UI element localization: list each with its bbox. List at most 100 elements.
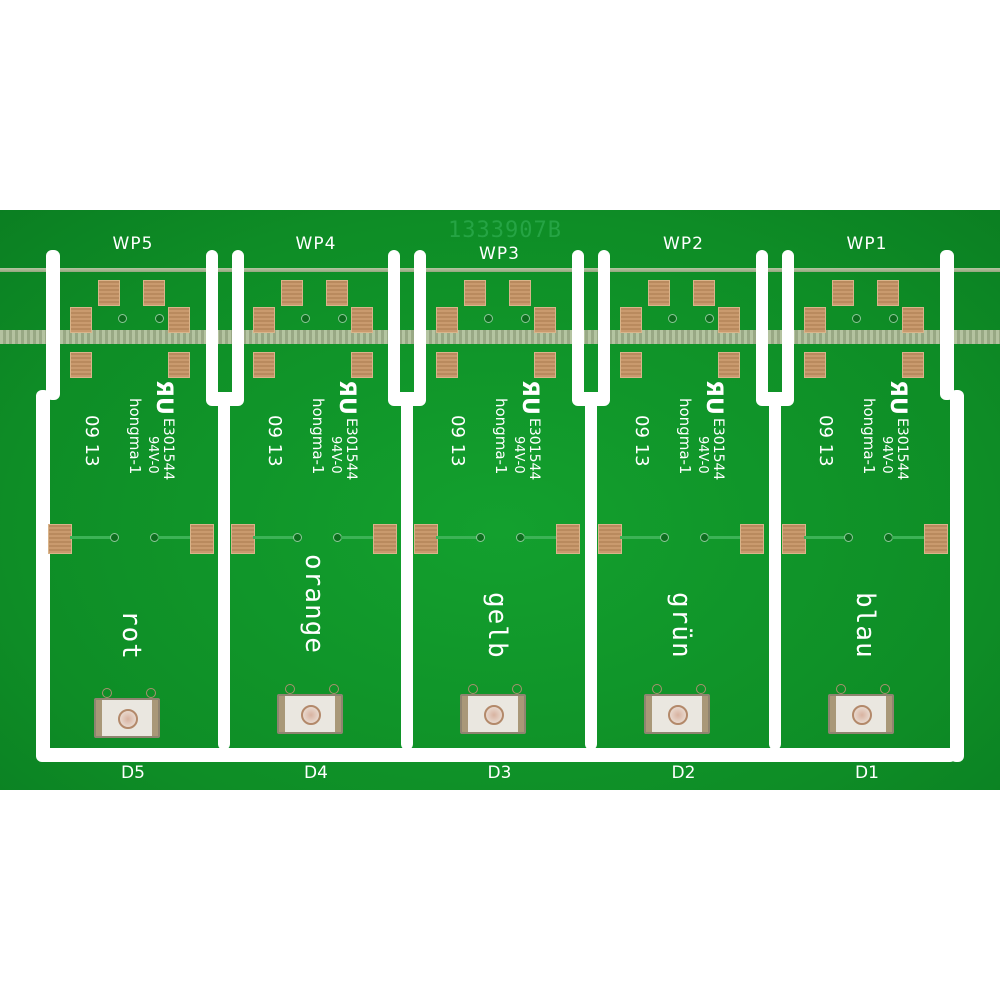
- wp-label: WP3: [479, 244, 520, 264]
- cert-number: E301544: [160, 418, 176, 481]
- board-panel-wp3: WP3 ЯU E301544 94V-0 hongma-1 09 13 gelb…: [414, 210, 585, 790]
- led-lead: [329, 684, 339, 694]
- led-color-label: blau: [850, 592, 880, 659]
- via: [852, 314, 861, 323]
- trace: [620, 536, 664, 539]
- route-slot: [46, 250, 60, 400]
- contact-pad: [48, 524, 72, 554]
- flammability-rating: 94V-0: [328, 436, 343, 474]
- via: [668, 314, 677, 323]
- board-panel-wp1: WP1 ЯU E301544 94V-0 hongma-1 09 13 blau…: [782, 210, 952, 790]
- designator-label: D4: [304, 763, 328, 783]
- route-slot: [414, 250, 426, 405]
- smd-pad: [534, 307, 556, 333]
- route-slot: [756, 250, 768, 405]
- board-panel-wp5: WP5 ЯU E301544 94V-0 hongma-1 09 13 rot …: [48, 210, 218, 790]
- route-slot: [206, 250, 218, 405]
- smd-pad: [253, 352, 275, 378]
- contact-pad: [924, 524, 948, 554]
- led-lens-icon: [668, 705, 688, 725]
- contact-pad: [231, 524, 255, 554]
- v-score-line-middle: [0, 330, 1000, 344]
- smd-pad: [718, 352, 740, 378]
- designator-label: D3: [487, 763, 512, 783]
- designator-label: D2: [671, 763, 696, 783]
- route-slot: [218, 400, 230, 750]
- route-slot: [388, 250, 400, 405]
- led-lead: [880, 684, 890, 694]
- smd-pad: [832, 280, 854, 306]
- smd-pad: [436, 352, 458, 378]
- smd-led: [94, 698, 160, 738]
- led-lead: [285, 684, 295, 694]
- contact-pad: [740, 524, 764, 554]
- date-code: 09 13: [815, 415, 836, 467]
- smd-pad: [620, 307, 642, 333]
- led-lead: [652, 684, 662, 694]
- ul-mark: ЯU: [334, 380, 359, 415]
- date-code: 09 13: [264, 415, 285, 467]
- led-lead: [836, 684, 846, 694]
- ul-mark: ЯU: [701, 380, 726, 415]
- trace: [524, 536, 560, 539]
- smd-pad: [620, 352, 642, 378]
- smd-pad: [326, 280, 348, 306]
- led-lead: [696, 684, 706, 694]
- led-lead: [102, 688, 112, 698]
- ul-mark: ЯU: [517, 380, 542, 415]
- manufacturer-mark: hongma-1: [309, 398, 327, 475]
- board-panel-wp4: WP4 ЯU E301544 94V-0 hongma-1 09 13 oran…: [231, 210, 401, 790]
- via: [889, 314, 898, 323]
- smd-pad: [436, 307, 458, 333]
- manufacturer-mark: hongma-1: [126, 398, 144, 475]
- smd-pad: [804, 307, 826, 333]
- smd-pad: [718, 307, 740, 333]
- via: [110, 533, 119, 542]
- cert-number: E301544: [526, 418, 542, 481]
- route-slot: [36, 390, 50, 760]
- pcb-panel: 1333907B WP5 ЯU E301544 94V-0 hongma-1: [0, 210, 1000, 790]
- route-slot-bottom: [36, 748, 956, 762]
- v-score-line-top: [0, 268, 1000, 272]
- cert-number: E301544: [894, 418, 910, 481]
- smd-pad: [464, 280, 486, 306]
- contact-pad: [373, 524, 397, 554]
- smd-pad: [70, 352, 92, 378]
- via: [476, 533, 485, 542]
- cert-number: E301544: [710, 418, 726, 481]
- smd-pad: [143, 280, 165, 306]
- smd-pad: [648, 280, 670, 306]
- wp-label: WP1: [846, 234, 888, 254]
- led-lead: [146, 688, 156, 698]
- date-code: 09 13: [81, 415, 102, 467]
- led-lens-icon: [301, 705, 321, 725]
- trace: [158, 536, 194, 539]
- led-lens-icon: [484, 705, 504, 725]
- smd-pad: [902, 307, 924, 333]
- via: [293, 533, 302, 542]
- led-color-label: gelb: [482, 592, 512, 659]
- smd-pad: [98, 280, 120, 306]
- contact-pad: [190, 524, 214, 554]
- route-slot: [598, 250, 610, 405]
- route-slot: [572, 392, 610, 406]
- trace: [253, 536, 297, 539]
- via: [484, 314, 493, 323]
- route-slot: [940, 250, 954, 400]
- via: [118, 314, 127, 323]
- route-slot: [769, 400, 781, 750]
- route-slot: [388, 392, 426, 406]
- designator-label: D1: [855, 763, 879, 783]
- smd-pad: [70, 307, 92, 333]
- smd-led: [828, 694, 894, 734]
- route-slot: [756, 392, 794, 406]
- smd-led: [644, 694, 710, 734]
- via: [301, 314, 310, 323]
- led-color-label: grün: [666, 592, 696, 659]
- route-slot: [950, 390, 964, 762]
- manufacturer-mark: hongma-1: [492, 398, 510, 475]
- trace: [341, 536, 377, 539]
- smd-pad: [281, 280, 303, 306]
- board-serial: 1333907B: [448, 218, 562, 243]
- trace: [804, 536, 848, 539]
